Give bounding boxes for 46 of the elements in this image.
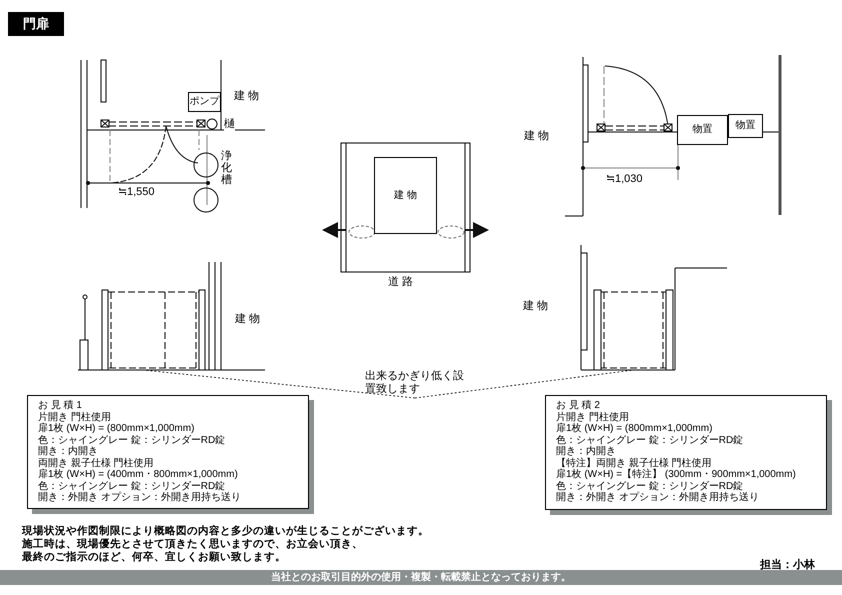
estimate-line: 両開き 親子仕様 門柱使用	[38, 458, 155, 468]
dimension-label: ≒1,550	[118, 185, 155, 200]
storage-box	[728, 114, 763, 138]
estimate-line: 扉1枚 (W×H) = (800mm×1,000mm)	[556, 423, 714, 434]
note-text: 施工時は、現場優先とさせて頂きたく思いますので、お立会い頂き、	[22, 538, 363, 550]
note-text: 最終のご指示のほど、何卒、宜しくお願い致します。	[22, 551, 286, 563]
estimate-line: 片開き 門柱使用	[38, 412, 112, 422]
estimate-line: 色：シャイングレー 錠：シリンダーRD錠	[38, 434, 226, 446]
leader-line	[414, 370, 634, 398]
callout-text: 出来るかぎり低く設置致します	[365, 370, 465, 396]
estimate-line: お 見 積 2	[556, 400, 601, 412]
estimate-line: 【特注】両開き 親子仕様 門柱使用	[556, 458, 713, 468]
estimate-line: お 見 積 1	[38, 400, 83, 412]
estimate-line: 扉1枚 (W×H) = (800mm×1,000mm)	[38, 423, 196, 434]
plan-label: 浄化槽	[221, 150, 232, 186]
estimate-line: 色：シャイングレー 錠：シリンダーRD錠	[38, 480, 226, 492]
estimate-line: 扉1枚 (W×H) = (400mm・800mm×1,000mm)	[38, 469, 239, 480]
estimate-line: 開き：内開き	[556, 446, 617, 458]
estimate-line: 色：シャイングレー 錠：シリンダーRD錠	[556, 434, 744, 446]
estimate-line: 開き：外開き オプション：外開き用持ち送り	[556, 492, 760, 504]
plan-label: 建 物	[524, 129, 550, 144]
plan-label: 建 物	[235, 312, 262, 327]
plan-label: 樋	[224, 116, 235, 132]
note-text: 現場状況や作図制限により概略図の内容と多少の違いが生じることがございます。	[22, 525, 429, 537]
box-label: 物置	[692, 125, 712, 135]
estimate-line: 開き：内開き	[38, 446, 99, 458]
title-text: 門扉	[23, 15, 49, 34]
title-box	[8, 12, 64, 36]
plan-label: 建 物	[523, 299, 550, 314]
dimension-label: ≒1,030	[606, 172, 643, 187]
pump-box	[188, 92, 221, 112]
box-label: 物置	[736, 121, 756, 131]
gate-elevation-drawing	[78, 288, 208, 370]
gate-elevation-drawing	[592, 288, 676, 370]
estimate-line: 開き：外開き オプション：外開き用持ち送り	[38, 492, 242, 504]
box-label: ポンプ	[190, 97, 220, 107]
building-box	[374, 157, 437, 234]
storage-box	[677, 115, 728, 145]
estimate-line: 扉1枚 (W×H) =【特注】 (300mm・900mm×1,000mm)	[556, 469, 797, 480]
plan-label: 建 物	[234, 89, 260, 104]
box-label: 建 物	[394, 190, 417, 200]
plan-label: 道 路	[388, 275, 414, 290]
footer-text: 当社とのお取引目的外の使用・複製・転載禁止となっております。	[271, 572, 571, 582]
estimate-line: 片開き 門柱使用	[556, 412, 630, 422]
estimate-line: 色：シャイングレー 錠：シリンダーRD錠	[556, 480, 744, 492]
staff-label: 担当：小林	[760, 558, 815, 573]
